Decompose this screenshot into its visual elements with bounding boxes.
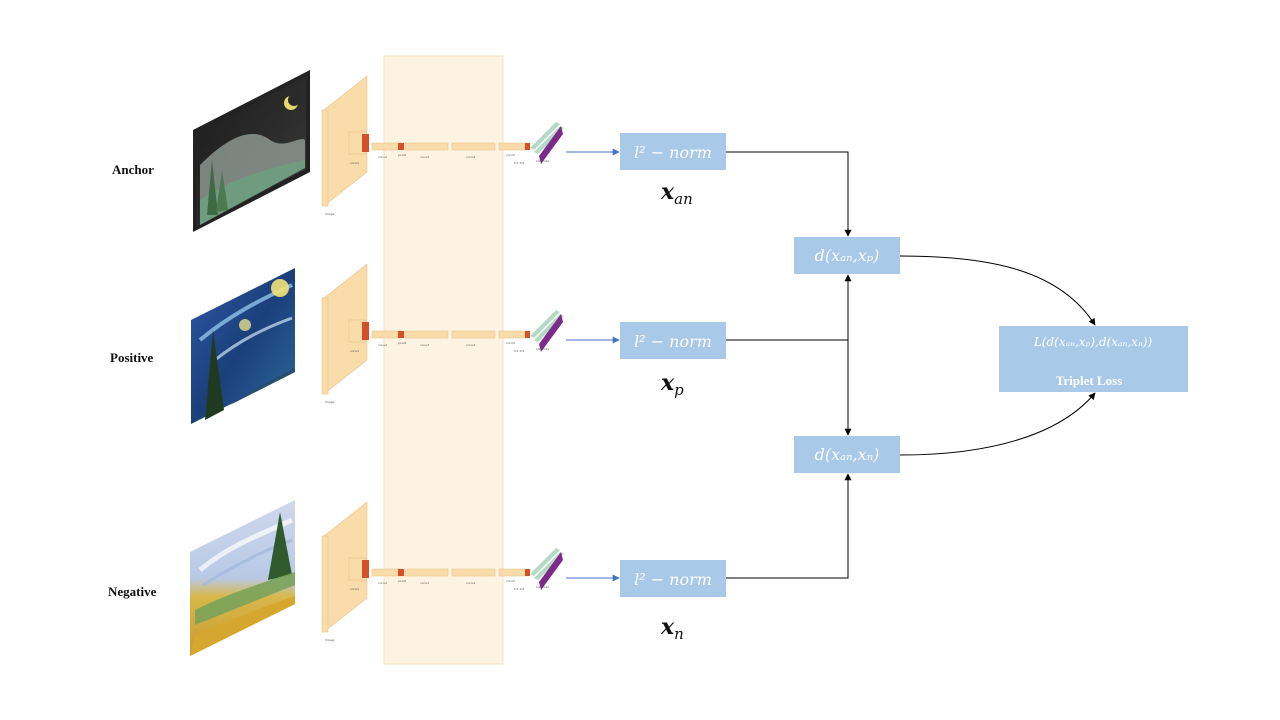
negative-norm-label: l² − norm [634,570,712,589]
positive-label: Positive [110,350,154,365]
pool2-tiny-label: pool2 [398,153,406,157]
anchor-vector-label: xan [660,179,693,208]
negative-painting-icon [190,500,295,656]
pool1-block [362,134,369,152]
softmax-tiny-label: soft-max [536,159,549,163]
positive-norm-label: l² − norm [634,332,712,351]
conv4-tiny-label: conv4 [466,343,475,347]
softmax-layer [539,314,563,352]
loss-title: Triplet Loss [1056,373,1123,388]
conv1-tiny-label: conv1 [350,161,359,165]
negative-distance-label: d(xₐₙ,xₙ) [815,445,880,464]
conv5-tiny-label: conv5 [506,341,515,345]
conv3-tiny-label: conv3 [420,155,429,159]
positive-painting-icon [191,268,295,424]
negative-distance-box: d(xₐₙ,xₙ) [794,436,900,473]
conv-block [404,142,449,151]
anchor-painting-icon [193,70,310,232]
anchor-cnn-stack: Image conv1 conv2 pool2 conv3 conv4 conv5 fc1 f… [321,75,564,216]
conv5-tiny-label: conv5 [506,153,515,157]
input-layer-edge [321,535,329,633]
conv-block [404,330,449,339]
fc-tiny-label: fc1 fc2 [514,161,524,165]
conv-block [371,330,403,339]
softmax-tiny-label: soft-max [536,347,549,351]
negative-to-distance-connector [726,473,852,579]
conv-block [371,568,403,577]
conv-block [498,568,528,577]
negative-norm-box: l² − norm [620,560,726,597]
pool2-block [398,143,404,150]
fc1-layer [530,548,560,576]
conv-block [451,568,496,577]
pool1-block [362,322,369,340]
positive-distance-box: d(xₐₙ,xₚ) [794,237,900,274]
softmax-tiny-label: soft-max [536,585,549,589]
shared-weights-band [383,55,504,665]
image-tiny-label: Image [325,400,335,404]
positive-distance-to-loss-curve [899,255,1096,326]
pool1-block [362,560,369,578]
conv3-tiny-label: conv3 [420,343,429,347]
pool2-tiny-label: pool2 [398,341,406,345]
pool5-block [525,331,530,338]
fc-tiny-label: fc1 fc2 [514,587,524,591]
positive-norm-box: l² − norm [620,322,726,359]
anchor-norm-label: l² − norm [634,143,712,162]
conv-block [498,330,528,339]
conv2-tiny-label: conv2 [378,155,387,159]
conv-block [451,330,496,339]
pool5-block [525,569,530,576]
negative-vector-label: xn [660,614,684,643]
anchor-norm-box: l² − norm [620,133,726,170]
conv-block [498,142,528,151]
conv3-tiny-label: conv3 [420,581,429,585]
anchor-label: Anchor [112,162,154,177]
positive-cnn-stack: Image conv1 conv2 pool2 conv3 conv4 conv5 fc1 f… [321,263,564,404]
positive-distance-label: d(xₐₙ,xₚ) [815,246,880,265]
pool2-block [398,331,404,338]
anchor-to-distance-connector [726,151,852,237]
conv1-tiny-label: conv1 [350,587,359,591]
softmax-layer [539,126,563,164]
softmax-layer [539,552,563,590]
fc-tiny-label: fc1 fc2 [514,349,524,353]
conv-block [404,568,449,577]
loss-formula: L(d(xₐₙ,xₚ),d(xₐₙ,xₙ)) [1033,335,1153,349]
input-layer-edge [321,297,329,395]
pool2-block [398,569,404,576]
fc1-layer [530,122,560,150]
triplet-loss-box: L(d(xₐₙ,xₚ),d(xₐₙ,xₙ)) Triplet Loss [999,326,1188,392]
fc1-layer [530,310,560,338]
conv2-tiny-label: conv2 [378,581,387,585]
pool5-block [525,143,530,150]
negative-cnn-stack: Image conv1 conv2 pool2 conv3 conv4 conv5 fc1 f… [321,501,564,642]
conv4-tiny-label: conv4 [466,155,475,159]
conv4-tiny-label: conv4 [466,581,475,585]
conv-block [451,142,496,151]
negative-label: Negative [108,584,157,599]
negative-distance-to-loss-curve [899,392,1096,456]
conv5-tiny-label: conv5 [506,579,515,583]
conv1-tiny-label: conv1 [350,349,359,353]
image-tiny-label: Image [325,638,335,642]
image-tiny-label: Image [325,212,335,216]
conv-block [371,142,403,151]
positive-vector-label: xp [660,370,684,399]
input-layer-edge [321,109,329,207]
pool2-tiny-label: pool2 [398,579,406,583]
conv2-tiny-label: conv2 [378,343,387,347]
